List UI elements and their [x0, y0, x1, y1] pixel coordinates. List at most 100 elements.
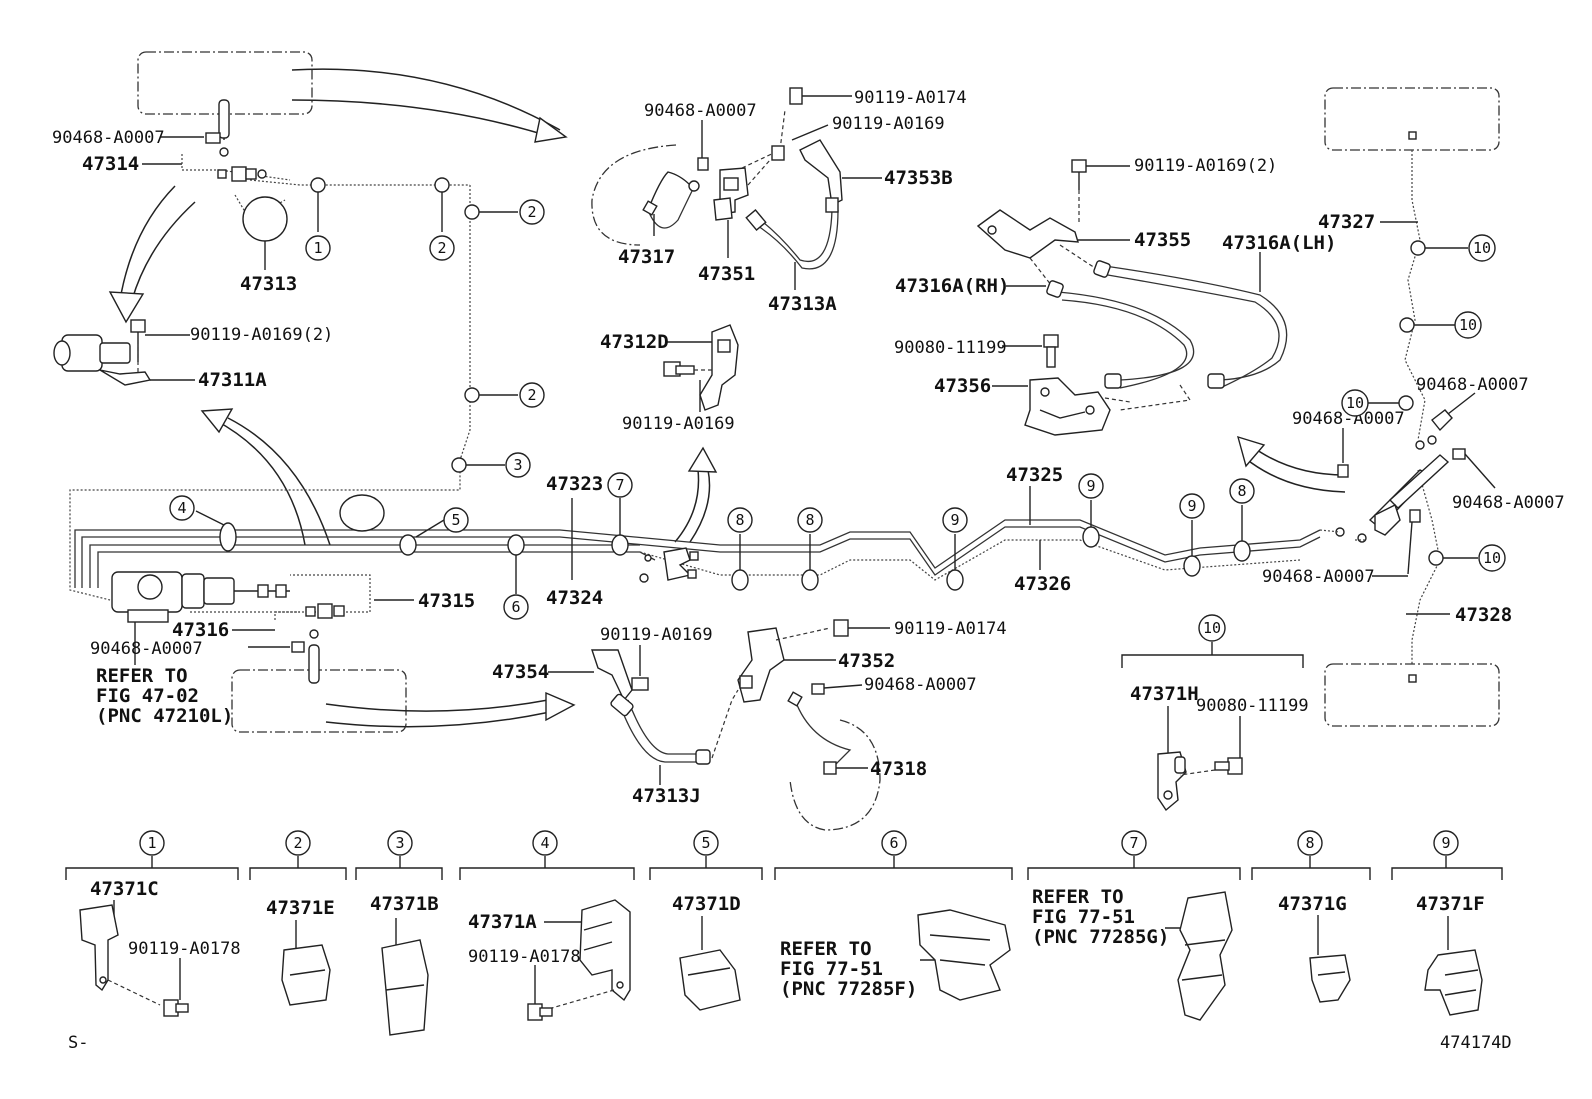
footer-left: S-	[68, 1033, 88, 1053]
bracket-47312d	[699, 324, 739, 411]
callout-1-group: 1	[139, 830, 165, 856]
callout-10-group: 10	[1198, 614, 1226, 642]
clip-90468	[1431, 409, 1453, 432]
refer-fig-47-02-line3: (PNC 47210L)	[96, 705, 233, 727]
callout-4-group: 4	[532, 830, 558, 856]
arrow-top-left	[291, 68, 561, 131]
clip-90468	[205, 132, 221, 144]
bolt-90119-a0174	[789, 87, 803, 105]
label-90119-a0178-group4: 90119-A0178	[468, 947, 581, 967]
callout-6-group: 6	[881, 830, 907, 856]
footer-code: 474174D	[1440, 1033, 1512, 1053]
label-90080-11199-bottom: 90080-11199	[1196, 696, 1309, 716]
label-47313j: 47313J	[632, 785, 701, 807]
brake-line-47327	[1404, 150, 1426, 441]
group-bracket-2	[249, 867, 347, 880]
group-bracket-9	[1391, 867, 1503, 880]
svg-text:6: 6	[511, 598, 520, 616]
label-47313: 47313	[240, 273, 297, 295]
bolt-90119-a0174	[833, 619, 849, 637]
svg-text:2: 2	[527, 203, 536, 221]
clip-refer-77285f	[917, 909, 1011, 1001]
bracket-47354	[591, 649, 633, 702]
svg-text:5: 5	[451, 511, 460, 529]
callout-9-b: 9	[1078, 473, 1104, 499]
master-cylinder-base	[127, 609, 169, 623]
label-47353b: 47353B	[884, 167, 953, 189]
refer-fig-77-51-f-line1: REFER TO	[780, 938, 872, 960]
ref-box-marker	[1408, 674, 1417, 683]
callout-3-group: 3	[387, 830, 413, 856]
label-47317: 47317	[618, 246, 675, 268]
label-47311a: 47311A	[198, 369, 267, 391]
bolt-90080-11199	[1227, 757, 1243, 775]
label-47371h: 47371H	[1130, 683, 1199, 705]
svg-text:3: 3	[395, 834, 404, 852]
callout-2-c: 2	[519, 382, 545, 408]
callout-7-group: 7	[1121, 830, 1147, 856]
callout-9-group: 9	[1433, 830, 1459, 856]
label-47352: 47352	[838, 650, 895, 672]
label-90468-a0007-right-3: 90468-A0007	[1452, 493, 1565, 513]
svg-text:10: 10	[1473, 239, 1491, 257]
svg-text:6: 6	[889, 834, 898, 852]
label-47371e: 47371E	[266, 897, 335, 919]
callout-2-b: 2	[519, 199, 545, 225]
callout-9-a: 9	[942, 507, 968, 533]
label-47371g: 47371G	[1278, 893, 1347, 915]
label-47328: 47328	[1455, 604, 1512, 626]
label-47316: 47316	[172, 619, 229, 641]
svg-text:10: 10	[1346, 394, 1364, 412]
label-90119-a0174-top: 90119-A0174	[854, 88, 967, 108]
label-47325: 47325	[1006, 464, 1063, 486]
svg-text:5: 5	[701, 834, 710, 852]
label-90468-a0007-bottom: 90468-A0007	[864, 675, 977, 695]
brake-line-47328	[1411, 469, 1441, 664]
bolt-90119-a0169	[631, 677, 649, 691]
callout-10-a: 10	[1468, 234, 1496, 262]
refer-fig-47-02-line2: FIG 47-02	[96, 685, 199, 707]
bolt-90119-a0169-2	[1071, 159, 1087, 173]
svg-text:7: 7	[615, 476, 624, 494]
label-90468-a0007-right-2: 90468-A0007	[1292, 409, 1405, 429]
label-90080-11199-top: 90080-11199	[894, 338, 1007, 358]
svg-text:7: 7	[1129, 834, 1138, 852]
callout-8-c: 8	[1229, 478, 1255, 504]
label-47327: 47327	[1318, 211, 1375, 233]
svg-text:1: 1	[313, 239, 322, 257]
svg-text:10: 10	[1459, 316, 1477, 334]
callout-4: 4	[169, 495, 195, 521]
detail-ellipse-47317	[591, 144, 677, 246]
refer-fig-77-51-f-line2: FIG 77-51	[780, 958, 883, 980]
callout-9-c: 9	[1179, 493, 1205, 519]
label-90119-a0169-mid: 90119-A0169	[622, 414, 735, 434]
group-bracket-5	[649, 867, 763, 880]
detail-ellipse-47318	[789, 719, 881, 831]
svg-text:9: 9	[1086, 477, 1095, 495]
label-47318: 47318	[870, 758, 927, 780]
label-47316a-rh: 47316A(RH)	[895, 275, 1009, 297]
label-47371c: 47371C	[90, 878, 159, 900]
group-bracket-10	[1121, 654, 1304, 668]
label-47356: 47356	[934, 375, 991, 397]
arrow-mid-up	[674, 469, 700, 543]
arrow-bottom-left	[325, 711, 551, 728]
label-90119-a0169-bottom: 90119-A0169	[600, 625, 713, 645]
svg-text:1: 1	[147, 834, 156, 852]
label-47371d: 47371D	[672, 893, 741, 915]
label-47351: 47351	[698, 263, 755, 285]
refer-fig-77-51-g-line3: (PNC 77285G)	[1032, 926, 1169, 948]
group-bracket-6	[774, 867, 1013, 880]
refer-fig-77-51-g-line1: REFER TO	[1032, 886, 1124, 908]
label-47315: 47315	[418, 590, 475, 612]
svg-text:4: 4	[540, 834, 549, 852]
label-47355: 47355	[1134, 229, 1191, 251]
reservoir-47313	[242, 196, 288, 242]
clip-refer-77285g	[1177, 891, 1233, 1021]
label-47316a-lh: 47316A(LH)	[1222, 232, 1336, 254]
svg-text:4: 4	[177, 499, 186, 517]
label-90119-a0169-2-left: 90119-A0169(2)	[190, 325, 333, 345]
group-bracket-4	[459, 867, 635, 880]
bracket-47355	[976, 209, 1079, 259]
refer-fig-77-51-g-line2: FIG 77-51	[1032, 906, 1135, 928]
